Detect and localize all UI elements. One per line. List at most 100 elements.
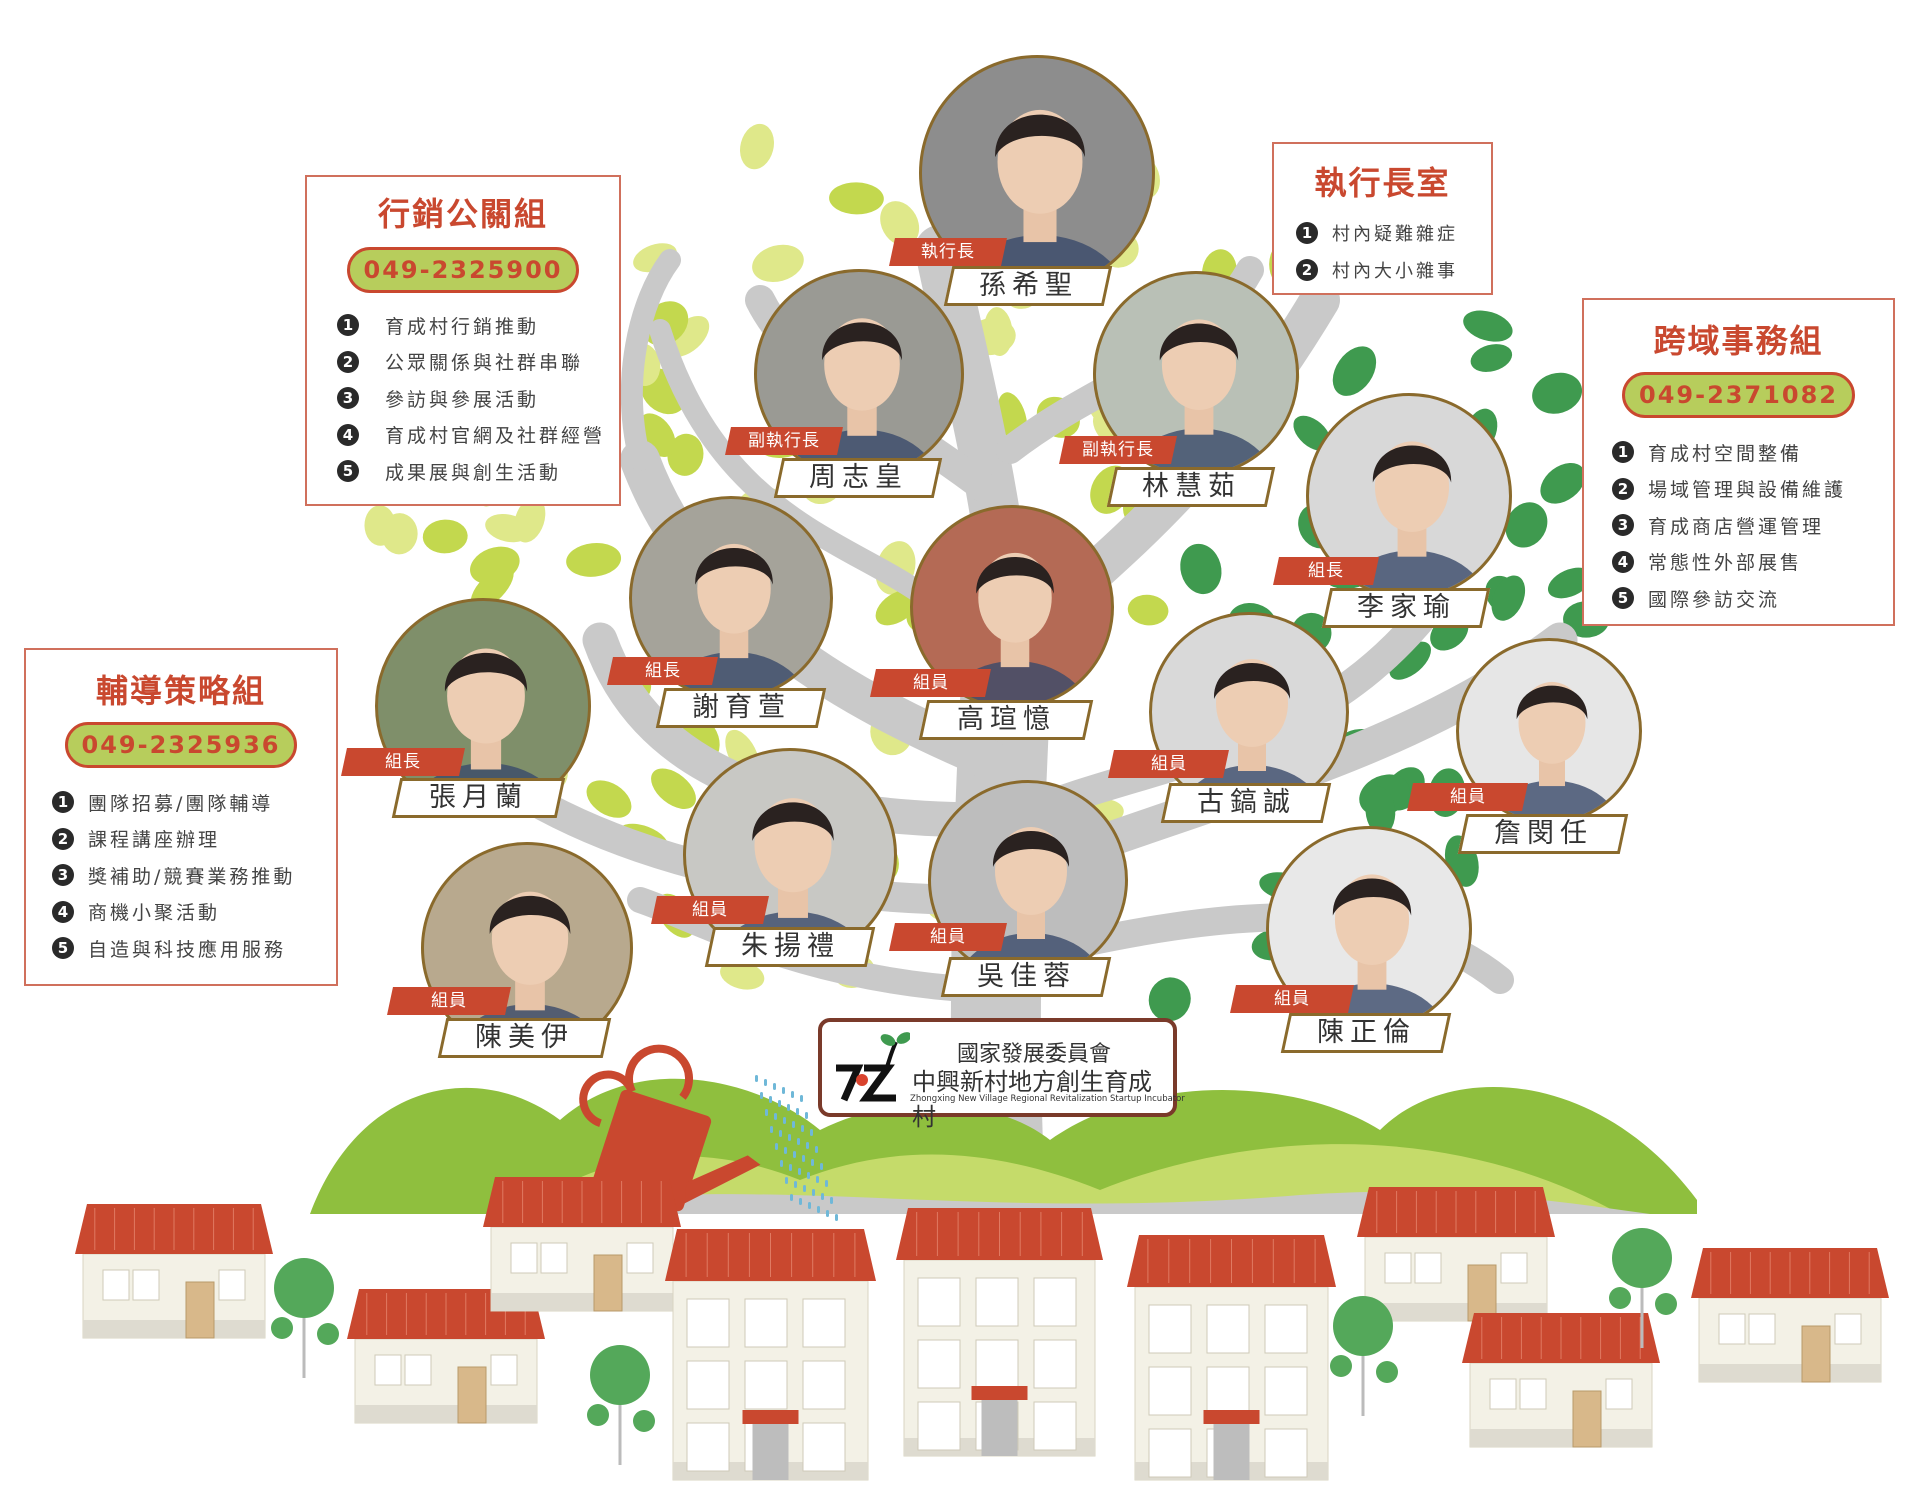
leaf <box>1470 344 1513 372</box>
water-drop <box>794 1181 797 1188</box>
water-drop <box>800 1095 803 1102</box>
number-badge-icon: 2 <box>1612 477 1634 500</box>
phone-number: 049-2325936 <box>64 722 298 768</box>
small-tree <box>587 1345 655 1465</box>
water-drop <box>765 1109 768 1116</box>
name-text: 謝育萱 <box>691 692 791 723</box>
name-label: 古鎬誠 <box>1160 783 1332 823</box>
water-drop <box>820 1163 823 1170</box>
village-houses <box>75 1177 1889 1481</box>
leaf <box>485 514 531 543</box>
water-drop <box>769 1096 772 1103</box>
role-text: 組員 <box>930 927 966 947</box>
role-label: 組員 <box>651 896 769 924</box>
name-label: 陳正倫 <box>1280 1013 1452 1053</box>
duty-text: 場域管理與設備維護 <box>1648 479 1847 502</box>
leaf <box>752 244 804 283</box>
duty-text: 國際參訪交流 <box>1648 588 1781 611</box>
name-text: 吳佳蓉 <box>976 961 1076 992</box>
number-badge-icon: 2 <box>52 827 74 850</box>
logo-line-1: 國家發展委員會 <box>957 1042 1112 1067</box>
water-drop <box>810 1129 813 1136</box>
water-drop <box>787 1104 790 1111</box>
water-drop <box>778 1100 781 1107</box>
leaf <box>1547 567 1592 599</box>
role-text: 組員 <box>912 673 949 693</box>
leaf <box>1332 346 1377 396</box>
water-drop <box>792 1121 795 1128</box>
water-drop <box>797 1138 800 1145</box>
leaf <box>470 546 520 584</box>
leaf <box>1463 310 1513 342</box>
leaf <box>1127 594 1169 626</box>
number-badge-icon: 3 <box>52 864 74 887</box>
portrait-photo <box>1149 612 1349 812</box>
name-text: 李家瑜 <box>1356 592 1456 623</box>
leaf <box>875 589 919 626</box>
role-label: 組員 <box>889 923 1007 951</box>
water-drop <box>791 1091 794 1098</box>
leaf <box>1389 641 1431 680</box>
water-drop <box>796 1108 799 1115</box>
duty-text: 村內大小雜事 <box>1332 260 1458 282</box>
water-drop <box>770 1126 773 1133</box>
water-drop <box>764 1079 767 1086</box>
name-text: 陳正倫 <box>1316 1017 1416 1048</box>
number-badge-icon: 4 <box>337 423 359 446</box>
name-text: 高瑄憶 <box>956 704 1056 735</box>
logo-line-2: 中興新村地方創生育成村 <box>912 1068 1152 1131</box>
house <box>1127 1235 1336 1481</box>
number-badge-icon: 2 <box>1296 258 1318 281</box>
logo-line-3: Zhongxing New Village Regional Revitaliz… <box>910 1094 1185 1104</box>
name-label: 孫希聖 <box>943 266 1113 306</box>
leaf <box>1532 372 1583 414</box>
role-text: 組員 <box>692 900 728 920</box>
small-tree <box>1609 1228 1677 1348</box>
role-label: 組員 <box>1230 985 1354 1013</box>
name-label: 朱揚禮 <box>704 927 876 967</box>
role-label: 副執行長 <box>1059 436 1177 464</box>
leaf <box>566 543 622 577</box>
leaf <box>651 768 696 809</box>
duty-text: 村內疑難雜症 <box>1332 223 1458 245</box>
water-drop <box>825 1180 828 1187</box>
house <box>665 1229 876 1481</box>
leaf <box>829 182 884 215</box>
water-drop <box>801 1125 804 1132</box>
number-badge-icon: 2 <box>337 350 359 373</box>
leaf <box>1505 502 1548 548</box>
water-drop <box>811 1159 814 1166</box>
name-text: 張月蘭 <box>429 782 528 813</box>
role-text: 執行長 <box>921 242 975 262</box>
role-label: 組長 <box>1273 557 1379 585</box>
number-badge-icon: 4 <box>52 900 74 923</box>
small-tree <box>1330 1296 1398 1416</box>
leaf <box>586 780 632 818</box>
name-label: 謝育萱 <box>655 688 827 728</box>
name-text: 周志皇 <box>808 462 908 493</box>
duty-text: 育成村官網及社群經營 <box>385 425 606 448</box>
duty-text: 獎補助/競賽業務推動 <box>88 865 296 888</box>
role-text: 副執行長 <box>748 431 820 451</box>
water-drop <box>816 1176 819 1183</box>
role-text: 組員 <box>431 991 467 1011</box>
water-drop <box>788 1134 791 1141</box>
water-drop <box>760 1092 763 1099</box>
water-drop <box>806 1142 809 1149</box>
duty-text: 常態性外部展售 <box>1648 552 1803 575</box>
name-label: 周志皇 <box>773 458 943 498</box>
name-text: 陳美伊 <box>475 1022 574 1053</box>
role-label: 組員 <box>1108 750 1229 778</box>
incubator-logo: 國家發展委員會 中興新村地方創生育成村 Zhongxing New Villag… <box>818 1018 1185 1131</box>
house <box>1691 1248 1889 1383</box>
house <box>1357 1187 1555 1322</box>
water-drop <box>805 1112 808 1119</box>
water-drop <box>799 1198 802 1205</box>
